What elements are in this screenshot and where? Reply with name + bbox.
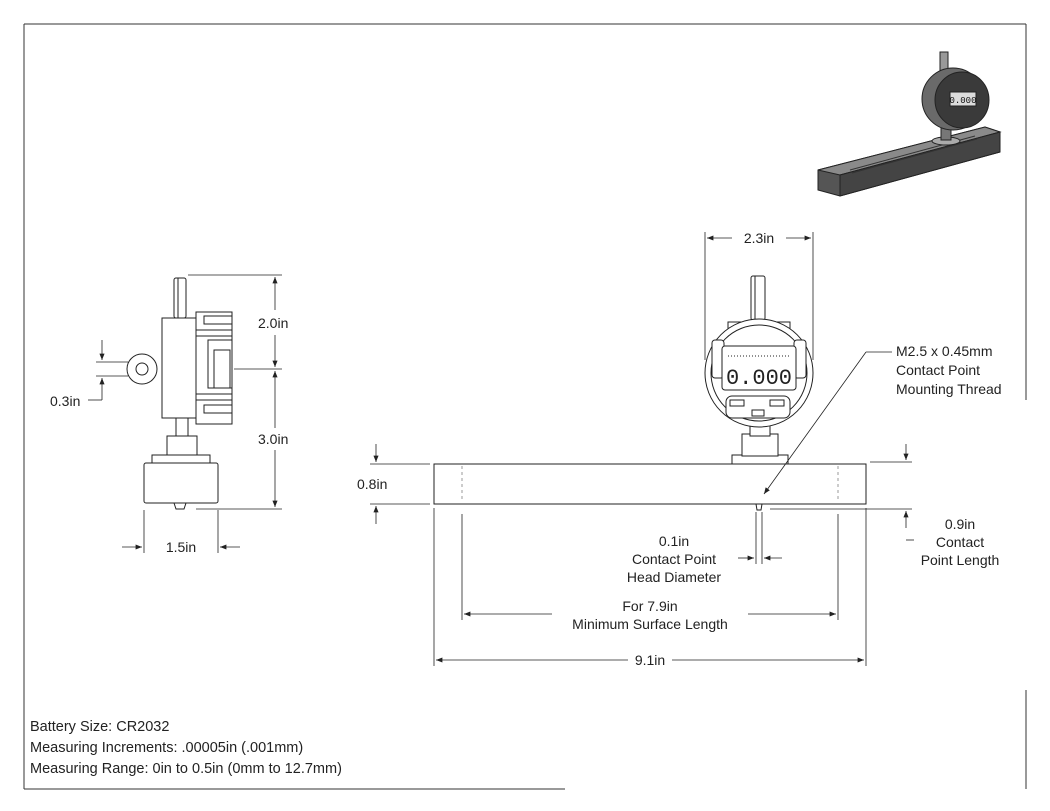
spec-measuring-range: Measuring Range: 0in to 0.5in (0mm to 12… — [30, 761, 342, 777]
contact-length-line-1: 0.9in — [945, 516, 975, 532]
spec-measuring-increments: Measuring Increments: .00005in (.001mm) — [30, 740, 304, 756]
front-view — [433, 275, 867, 511]
side-view — [126, 277, 233, 510]
contact-length-line-3: Point Length — [921, 552, 1000, 568]
front-dimensions — [370, 232, 914, 666]
dim-base-height: 0.8in — [357, 476, 387, 492]
contact-head-line-2: Contact Point — [632, 551, 716, 567]
contact-head-line-3: Head Diameter — [627, 569, 721, 585]
thread-spec-line-1: M2.5 x 0.45mm — [896, 343, 992, 359]
side-dimensions — [88, 274, 282, 553]
label-contact-head: 0.1in Contact Point Head Diameter — [627, 533, 721, 585]
iso-display-readout: 0.000 — [949, 96, 976, 106]
iso-view: 0.000 — [817, 51, 1002, 197]
gauge-display-readout: 0.000 — [726, 366, 792, 391]
spec-battery-size: Battery Size: CR2032 — [30, 719, 170, 735]
thread-spec-line-2: Contact Point — [896, 362, 980, 378]
drawing-border — [23, 23, 1027, 790]
dim-side-height-top: 2.0in — [258, 315, 288, 331]
dim-gauge-diameter: 2.3in — [744, 230, 774, 246]
contact-head-line-1: 0.1in — [659, 533, 689, 549]
contact-length-line-2: Contact — [936, 534, 984, 550]
min-surface-line-2: Minimum Surface Length — [572, 616, 728, 632]
dim-side-base-width: 1.5in — [166, 539, 196, 555]
min-surface-line-1: For 7.9in — [622, 598, 677, 614]
dim-side-tab-offset: 0.3in — [50, 393, 80, 409]
label-min-surface: For 7.9in Minimum Surface Length — [572, 598, 728, 632]
dim-overall-length: 9.1in — [635, 652, 665, 668]
label-thread-spec: M2.5 x 0.45mm Contact Point Mounting Thr… — [896, 343, 1002, 397]
thread-spec-line-3: Mounting Thread — [896, 381, 1002, 397]
dim-side-height-bottom: 3.0in — [258, 431, 288, 447]
label-contact-length: 0.9in Contact Point Length — [921, 516, 1000, 568]
